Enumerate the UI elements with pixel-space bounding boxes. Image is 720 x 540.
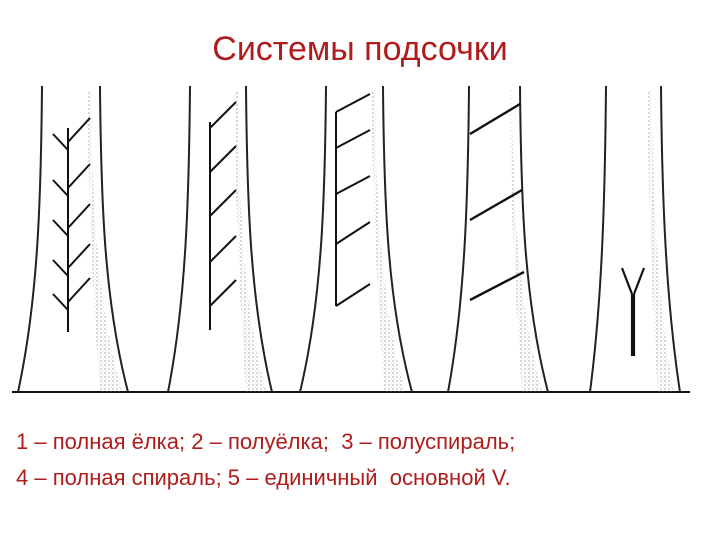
caption-line-2: 4 – полная спираль; 5 – единичный основн… bbox=[16, 460, 716, 496]
tree-4-full-spiral bbox=[448, 86, 548, 392]
page-title: Системы подсочки bbox=[0, 30, 720, 69]
tree-2-half-herringbone bbox=[168, 86, 272, 392]
caption-line-1: 1 – полная ёлка; 2 – полуёлка; 3 – полус… bbox=[16, 424, 716, 460]
tapping-systems-illustration bbox=[0, 80, 720, 410]
tree-3-half-spiral bbox=[300, 86, 412, 392]
caption: 1 – полная ёлка; 2 – полуёлка; 3 – полус… bbox=[16, 424, 716, 496]
tree-5-single-v bbox=[590, 86, 680, 392]
tree-1-full-herringbone bbox=[18, 86, 128, 392]
